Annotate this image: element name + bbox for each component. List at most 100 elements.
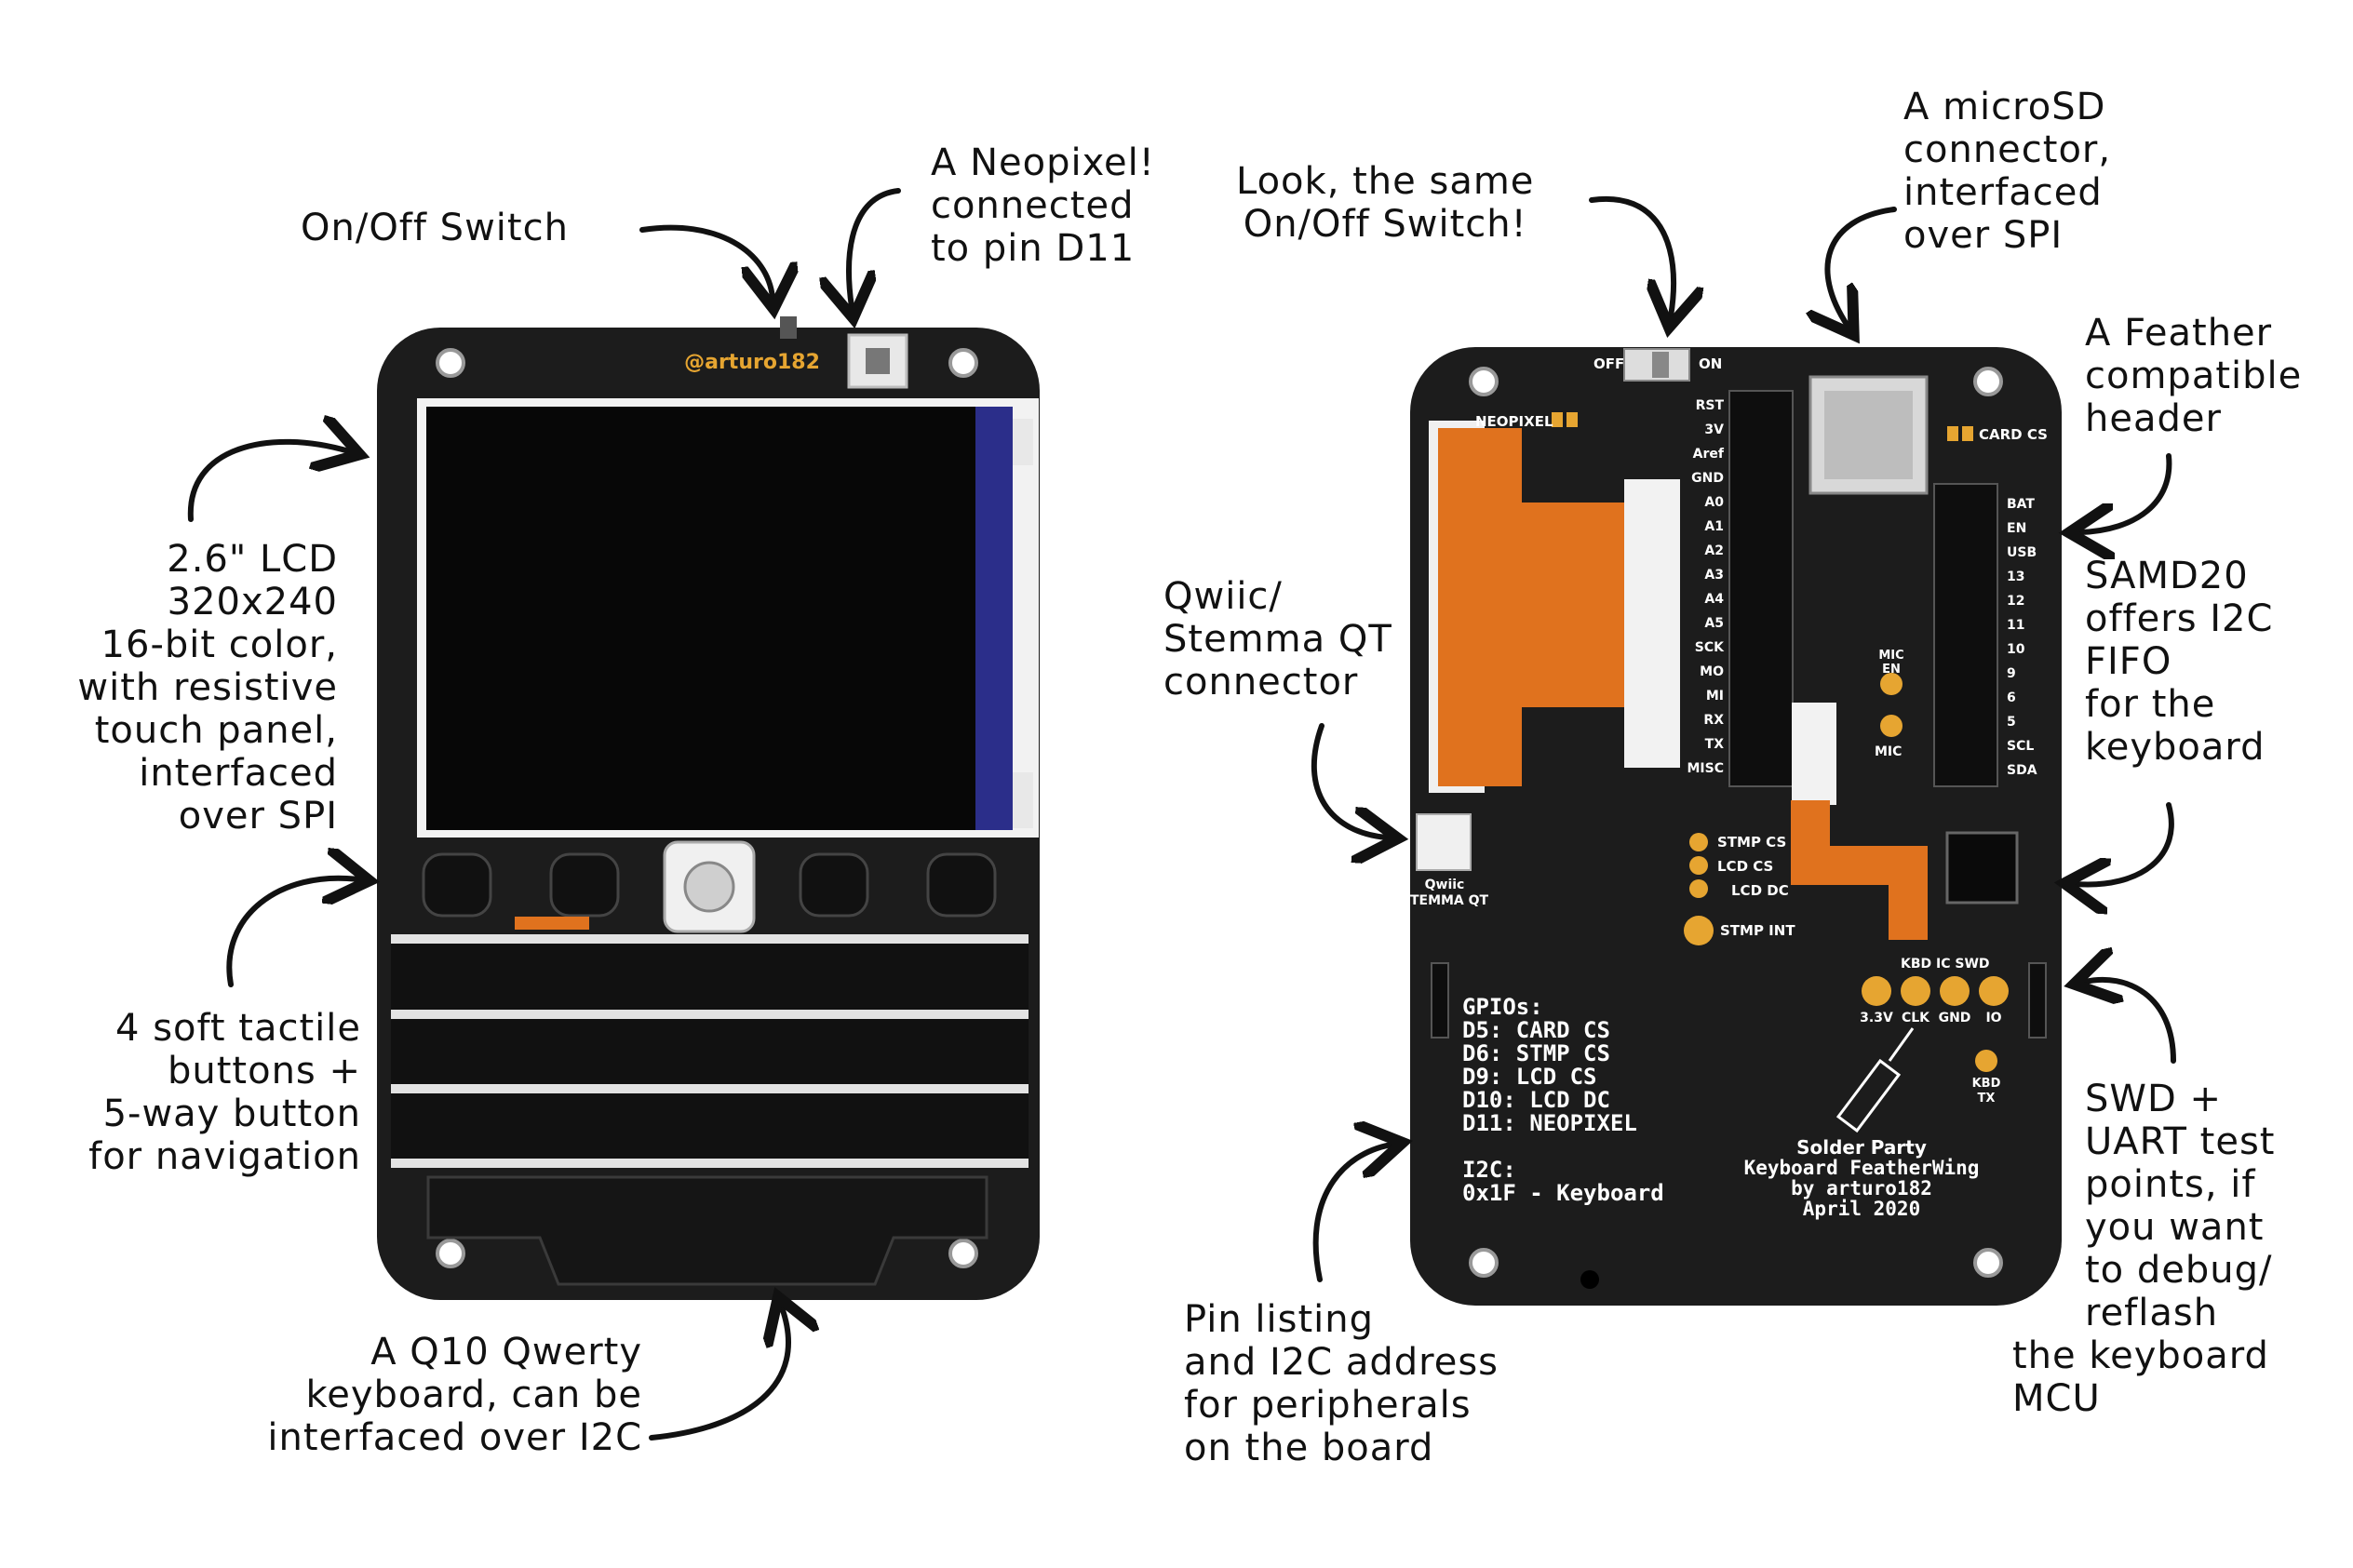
silk-qwiic-line: Qwiic xyxy=(1425,878,1465,892)
silk-left-pin: Aref xyxy=(1693,447,1725,462)
arrow-front-buttons xyxy=(226,878,358,987)
silk-test-point: 3.3V xyxy=(1860,1011,1893,1025)
silk-right-pin: USB xyxy=(2007,545,2037,560)
silk-stmp-int: STMP INT xyxy=(1720,922,1795,939)
silk-right-pin: 12 xyxy=(2007,594,2024,609)
silk-right-pin: BAT xyxy=(2007,497,2035,512)
silk-left-pin: GND xyxy=(1691,471,1724,486)
silk-left-pin: A0 xyxy=(1704,495,1724,510)
arrow-back-qwiic xyxy=(1311,723,1387,838)
silk-left-pin: MI xyxy=(1706,689,1724,704)
silk-left-pin: TX xyxy=(1705,737,1725,752)
silk-right-pin: EN xyxy=(2007,521,2026,536)
silk-right-pin: 10 xyxy=(2007,642,2025,657)
arrow-back-feather xyxy=(2080,453,2172,532)
onoff-switch xyxy=(780,316,797,339)
silk-gpio-title: GPIOs: xyxy=(1462,994,1543,1020)
note-back-qwiic: Qwiic/ Stemma QT connector xyxy=(1163,575,1392,704)
silk-left-pin: MO xyxy=(1700,664,1724,679)
silk-stmp-cs: STMP CS xyxy=(1717,834,1786,851)
silk-test-point: GND xyxy=(1939,1011,1971,1025)
note-back-microsd: A microSD connector, interfaced over SPI xyxy=(1903,86,2112,257)
arrow-back-switch xyxy=(1589,195,1674,316)
soldering-iron-icon xyxy=(1835,1027,1915,1133)
arrow-front-keyboard xyxy=(649,1307,788,1441)
note-back-switch: Look, the same On/Off Switch! xyxy=(1236,160,1535,246)
silk-left-pin: SCK xyxy=(1695,640,1725,655)
silk-left-pin: A3 xyxy=(1704,568,1724,583)
silk-gpio-line: D11: NEOPIXEL xyxy=(1462,1110,1637,1136)
arrow-front-neopixel xyxy=(849,188,901,307)
silk-kbd-tx-line: TX xyxy=(1978,1092,1996,1106)
brand-label: @arturo182 xyxy=(684,351,820,374)
silk-qwiic-line: STEMMA QT xyxy=(1401,893,1489,908)
arrow-front-switch xyxy=(639,224,773,298)
silk-on: ON xyxy=(1699,355,1722,372)
silk-right-pin: 5 xyxy=(2007,715,2016,730)
silk-left-pin: A2 xyxy=(1704,543,1724,558)
feather-header-right xyxy=(1933,483,1998,787)
mounting-hole xyxy=(436,348,978,1268)
silk-lcd-cs: LCD CS xyxy=(1717,858,1773,875)
silk-left-pin: A1 xyxy=(1704,519,1724,534)
silk-right-pin: SCL xyxy=(2007,739,2034,754)
silk-left-pin: RX xyxy=(1703,713,1724,728)
silk-right-pin: 9 xyxy=(2007,666,2016,681)
silk-right-pin: 6 xyxy=(2007,690,2016,705)
silk-off: OFF xyxy=(1593,355,1624,372)
note-front-neopixel: A Neopixel! connected to pin D11 xyxy=(931,141,1155,270)
note-front-buttons: 4 soft tactile buttons + 5-way button fo… xyxy=(88,1007,361,1178)
silk-left-pin: A4 xyxy=(1704,592,1724,607)
silk-gpio-line: D9: LCD CS xyxy=(1462,1064,1597,1090)
silk-left-pin: RST xyxy=(1696,398,1725,413)
qwiic-connector xyxy=(1416,813,1472,871)
silk-kbd-header: KBD IC SWD xyxy=(1901,957,1990,972)
silk-left-pin: A5 xyxy=(1704,616,1724,631)
lcd-edge-strip xyxy=(975,407,1013,830)
note-back-swd-tail: the keyboard MCU xyxy=(2012,1334,2269,1420)
note-back-feather: A Feather compatible header xyxy=(2085,312,2303,440)
samd20-chip xyxy=(1945,831,2019,905)
soft-button xyxy=(422,852,997,918)
mounting-hole xyxy=(1469,367,2003,1278)
silk-mic: MIC xyxy=(1875,744,1902,759)
silk-right-pin: 13 xyxy=(2007,570,2024,584)
silk-right-pin: SDA xyxy=(2007,763,2037,778)
solder-pad xyxy=(1552,412,2009,1072)
silk-credit-line: Solder Party xyxy=(1796,1136,1927,1159)
silk-credit-line: by arturo182 xyxy=(1791,1177,1932,1199)
front-board: @arturo182 xyxy=(377,316,1040,1300)
silk-left-pin: MISC xyxy=(1687,761,1725,776)
arrow-back-microsd xyxy=(1827,207,1897,326)
lcd-screen xyxy=(426,407,975,830)
silk-gpio-line: D6: STMP CS xyxy=(1462,1040,1610,1066)
note-back-samd20: SAMD20 offers I2C FIFO for the keyboard xyxy=(2085,555,2274,769)
silk-i2c-line: 0x1F - Keyboard xyxy=(1462,1180,1664,1206)
silk-mic-en-line: EN xyxy=(1882,663,1901,677)
silk-test-point: IO xyxy=(1985,1011,2001,1025)
silk-i2c-title: I2C: xyxy=(1462,1157,1516,1183)
qwerty-keyboard xyxy=(391,934,1029,1286)
arrow-back-swd xyxy=(2085,980,2176,1064)
silk-test-point: CLK xyxy=(1902,1011,1930,1025)
arrow-back-pins xyxy=(1312,1145,1392,1282)
silk-credit-line: Keyboard FeatherWing xyxy=(1744,1157,1980,1179)
note-front-keyboard: A Q10 Qwerty keyboard, can be interfaced… xyxy=(267,1331,642,1459)
back-board: OFF ON NEOPIXEL CARD CS MIC STMP CS LCD … xyxy=(1401,347,2062,1306)
silk-gpio-line: D5: CARD CS xyxy=(1462,1017,1610,1043)
silk-neopixel: NEOPIXEL xyxy=(1475,413,1553,430)
silk-right-pin: 11 xyxy=(2007,618,2024,633)
silk-left-pin: 3V xyxy=(1704,422,1724,437)
note-front-switch: On/Off Switch xyxy=(301,207,569,249)
five-way-button xyxy=(663,840,756,933)
arrow-front-lcd xyxy=(187,442,349,522)
silk-credit-line: April 2020 xyxy=(1803,1198,1920,1220)
silk-gpio-line: D10: LCD DC xyxy=(1462,1087,1610,1113)
